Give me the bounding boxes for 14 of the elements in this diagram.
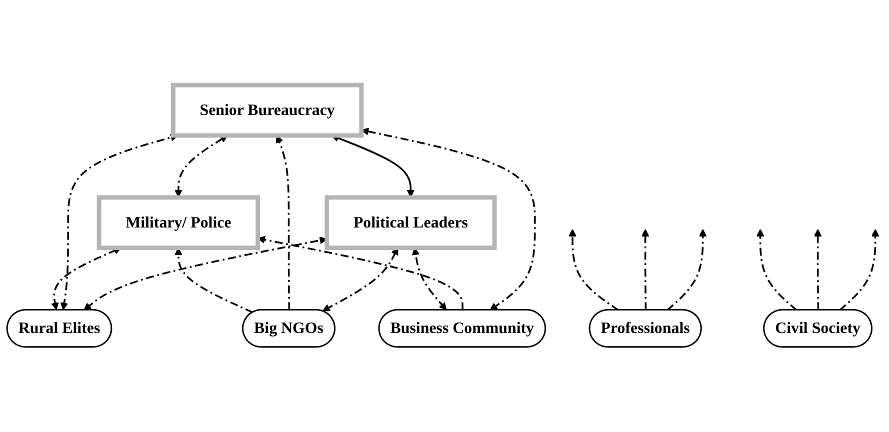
arrow (322, 248, 398, 312)
arrow (568, 228, 619, 311)
arrow (814, 228, 822, 310)
arrow (60, 134, 178, 310)
node-box (96, 195, 260, 250)
arrow (756, 228, 798, 311)
arrow (412, 248, 447, 310)
arrow (174, 248, 254, 314)
node-box (170, 82, 364, 138)
arrow (641, 228, 650, 310)
node-box (324, 195, 497, 250)
arrow (666, 228, 707, 311)
arrow (839, 228, 880, 311)
arrow (361, 128, 536, 310)
